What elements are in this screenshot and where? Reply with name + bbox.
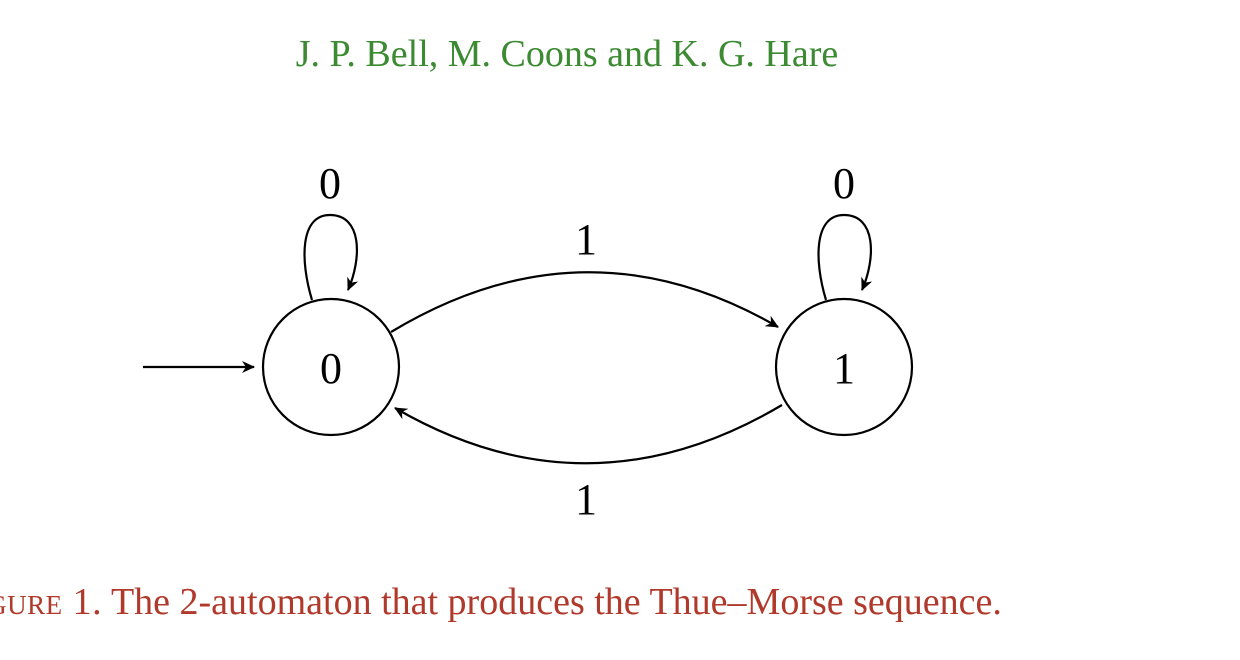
caption-text: The 2-automaton that produces the Thue–M… — [102, 581, 1002, 623]
edge-1-to-0 — [394, 404, 783, 465]
state-0-circle — [261, 297, 401, 437]
figure-number: Figure 1. — [0, 581, 103, 623]
running-header-authors: J. P. Bell, M. Coons and K. G. Hare — [295, 33, 839, 75]
self-loop-0-label: 0 — [319, 159, 341, 208]
state-1-circle — [774, 297, 914, 437]
self-loop-0 — [303, 213, 359, 301]
edge-1-to-0-label: 1 — [575, 475, 597, 524]
edge-0-to-1 — [390, 271, 779, 333]
state-1-label: 1 — [833, 344, 855, 393]
state-0-label: 0 — [320, 344, 342, 393]
edge-0-to-1-label: 1 — [575, 215, 597, 264]
self-loop-1 — [817, 213, 873, 301]
self-loop-1-label: 0 — [833, 159, 855, 208]
figure-caption: Figure 1. The 2-automaton that produces … — [0, 578, 1240, 626]
